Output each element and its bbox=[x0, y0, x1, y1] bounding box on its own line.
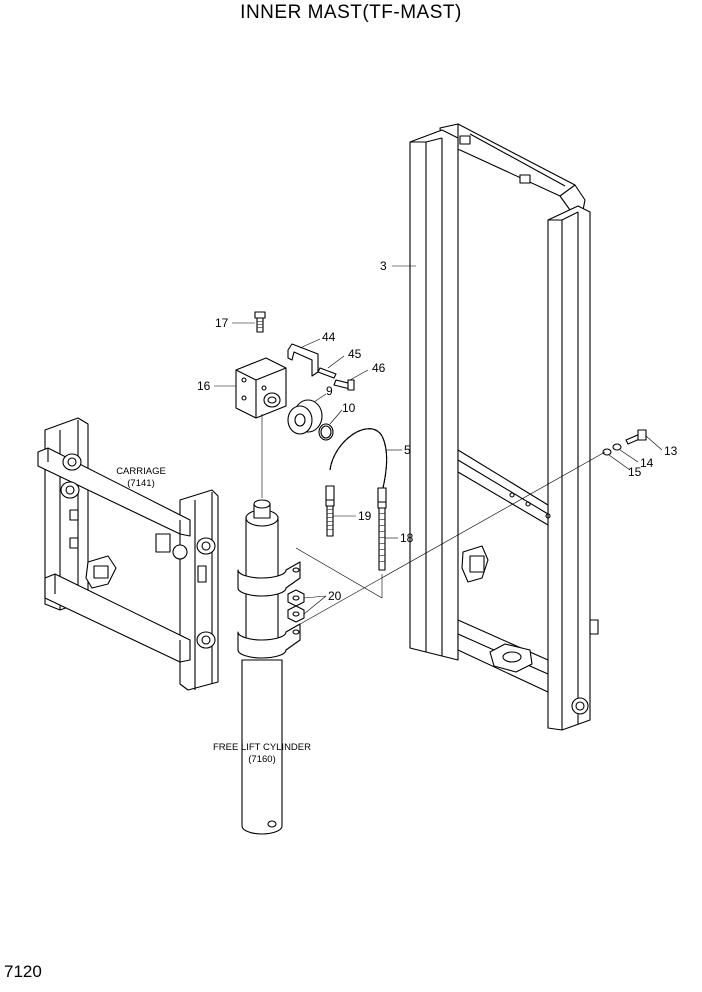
callout-19: 19 bbox=[358, 509, 372, 523]
leader-lines bbox=[214, 265, 663, 633]
callout-10: 10 bbox=[342, 401, 356, 415]
callout-5: 5 bbox=[404, 443, 411, 457]
diagram-title: INNER MAST(TF-MAST) bbox=[240, 2, 462, 23]
snap-ring-10[interactable] bbox=[318, 423, 334, 441]
callout-20: 20 bbox=[328, 589, 342, 603]
callout-44: 44 bbox=[322, 330, 336, 344]
pulley-bracket[interactable] bbox=[235, 357, 287, 419]
washer-15[interactable] bbox=[602, 448, 612, 456]
washer-14[interactable] bbox=[612, 443, 622, 451]
cylinder-code: (7160) bbox=[248, 754, 275, 765]
callout-46: 46 bbox=[372, 361, 386, 375]
callout-16: 16 bbox=[197, 379, 211, 393]
clip-44[interactable] bbox=[287, 343, 319, 377]
carriage-code: (7141) bbox=[127, 478, 154, 489]
inner-mast[interactable] bbox=[409, 123, 599, 731]
callout-18: 18 bbox=[400, 531, 414, 545]
callout-9: 9 bbox=[326, 384, 333, 398]
carriage[interactable] bbox=[37, 417, 219, 691]
page-number: 7120 bbox=[4, 962, 42, 981]
sheave-9[interactable] bbox=[287, 399, 323, 435]
free-lift-cylinder[interactable] bbox=[237, 499, 301, 835]
bolt-17[interactable] bbox=[254, 311, 266, 333]
callout-45: 45 bbox=[348, 347, 362, 361]
callout-17: 17 bbox=[215, 316, 229, 330]
chain-5[interactable] bbox=[325, 428, 388, 503]
pin-45[interactable] bbox=[317, 367, 337, 379]
carriage-label: CARRIAGE bbox=[116, 466, 166, 477]
callout-13: 13 bbox=[664, 444, 678, 458]
callout-3: 3 bbox=[380, 259, 387, 273]
bolt-46[interactable] bbox=[333, 379, 355, 391]
chain-anchor-19[interactable] bbox=[325, 499, 335, 537]
chain-anchor-18[interactable] bbox=[377, 501, 387, 571]
nuts-20[interactable] bbox=[287, 589, 305, 623]
callout-14: 14 bbox=[640, 456, 654, 470]
bolt-13[interactable] bbox=[625, 429, 647, 445]
cylinder-label: FREE LIFT CYLINDER bbox=[213, 742, 311, 753]
callout-15: 15 bbox=[628, 465, 642, 479]
